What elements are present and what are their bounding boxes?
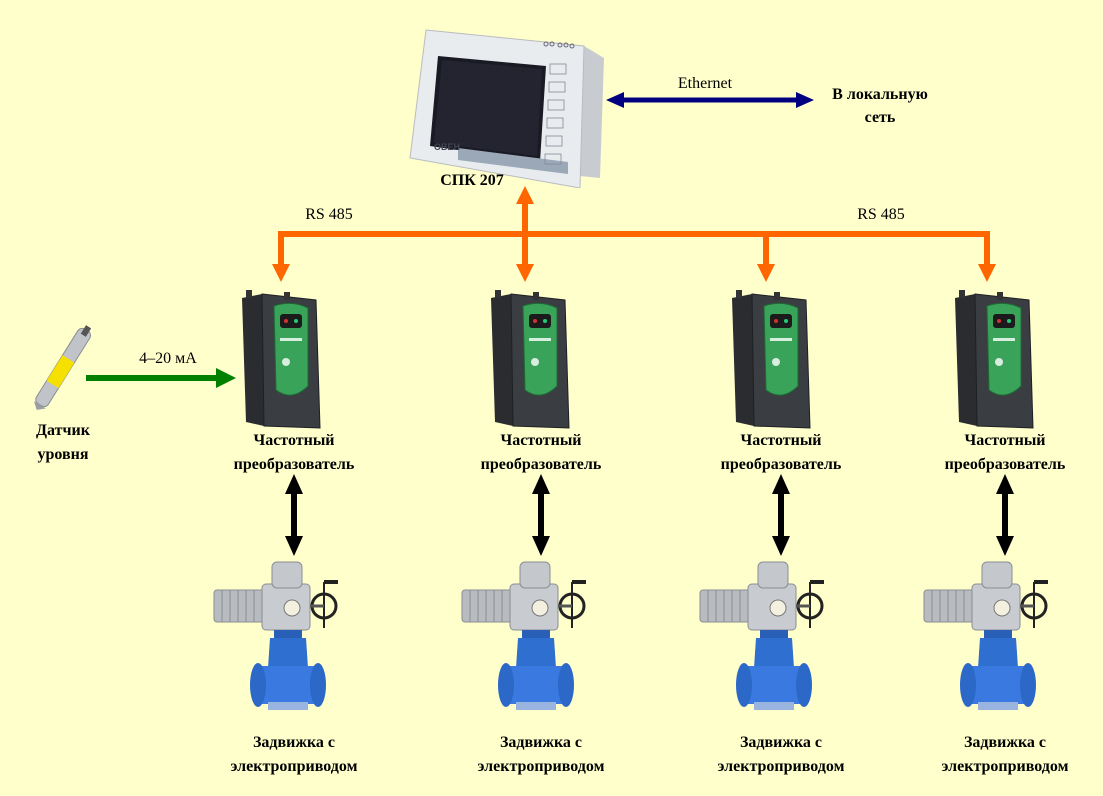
sensor-label-line1: Датчик (36, 422, 90, 439)
rs485-up-arrowhead (516, 186, 534, 204)
panel-pc-icon: ОВЕН (409, 29, 604, 189)
drive-label-line2: преобразователь (480, 456, 602, 473)
electric-valve-icon (699, 561, 824, 710)
lan-label-line1: В локальную (832, 86, 928, 103)
drive-label-line1: Частотный (500, 432, 582, 449)
valve-label-line2: электроприводом (477, 758, 605, 775)
frequency-converter (726, 290, 816, 430)
drive-label-line2: преобразователь (944, 456, 1066, 473)
frequency-converter-icon (242, 290, 321, 429)
analog-signal-arrow (86, 368, 236, 388)
brand-logo: ОВЕН (434, 142, 460, 152)
rs485-drop-arrow-3 (757, 264, 775, 282)
electric-valve-icon (213, 561, 338, 710)
frequency-converter (485, 290, 575, 430)
drive-label-line1: Частотный (740, 432, 822, 449)
frequency-converter-icon (732, 290, 811, 429)
sensor-label-line2: уровня (37, 446, 89, 463)
frequency-converter (236, 290, 326, 430)
frequency-converter-icon (955, 290, 1034, 429)
level-sensor (14, 318, 114, 418)
drive-label-line1: Частотный (964, 432, 1046, 449)
ethernet-arrow (606, 92, 814, 108)
drive-label-line2: преобразователь (233, 456, 355, 473)
valve-label-line1: Задвижка с (499, 734, 583, 751)
drive-label-line1: Частотный (253, 432, 335, 449)
rs485-bus (272, 186, 996, 282)
analog-signal-label: 4–20 мА (139, 350, 197, 367)
drive-label-line2: преобразователь (720, 456, 842, 473)
rs485-label-left: RS 485 (305, 206, 353, 223)
rs485-label-right: RS 485 (857, 206, 905, 223)
valve-label-line2: электроприводом (941, 758, 1069, 775)
level-sensor-icon (33, 325, 92, 410)
controller-spk207: ОВЕН (408, 28, 608, 189)
frequency-converter-icon (491, 290, 570, 429)
electric-valve (922, 560, 1052, 730)
valve-label-line2: электроприводом (717, 758, 845, 775)
controller-label: СПК 207 (440, 172, 504, 189)
electric-valve (460, 560, 590, 730)
electric-valve (698, 560, 828, 730)
rs485-drop-arrow-1 (272, 264, 290, 282)
rs485-drop-arrow-4 (978, 264, 996, 282)
rs485-drop-arrow-2 (516, 264, 534, 282)
valve-label-line1: Задвижка с (252, 734, 336, 751)
frequency-converter (949, 290, 1039, 430)
lan-label-line2: сеть (864, 109, 896, 126)
ethernet-label: Ethernet (677, 75, 733, 92)
electric-valve-icon (461, 561, 586, 710)
control-arrows (285, 474, 1014, 556)
electric-valve (212, 560, 342, 730)
valve-label-line1: Задвижка с (739, 734, 823, 751)
valve-label-line1: Задвижка с (963, 734, 1047, 751)
electric-valve-icon (923, 561, 1048, 710)
valve-label-line2: электроприводом (230, 758, 358, 775)
